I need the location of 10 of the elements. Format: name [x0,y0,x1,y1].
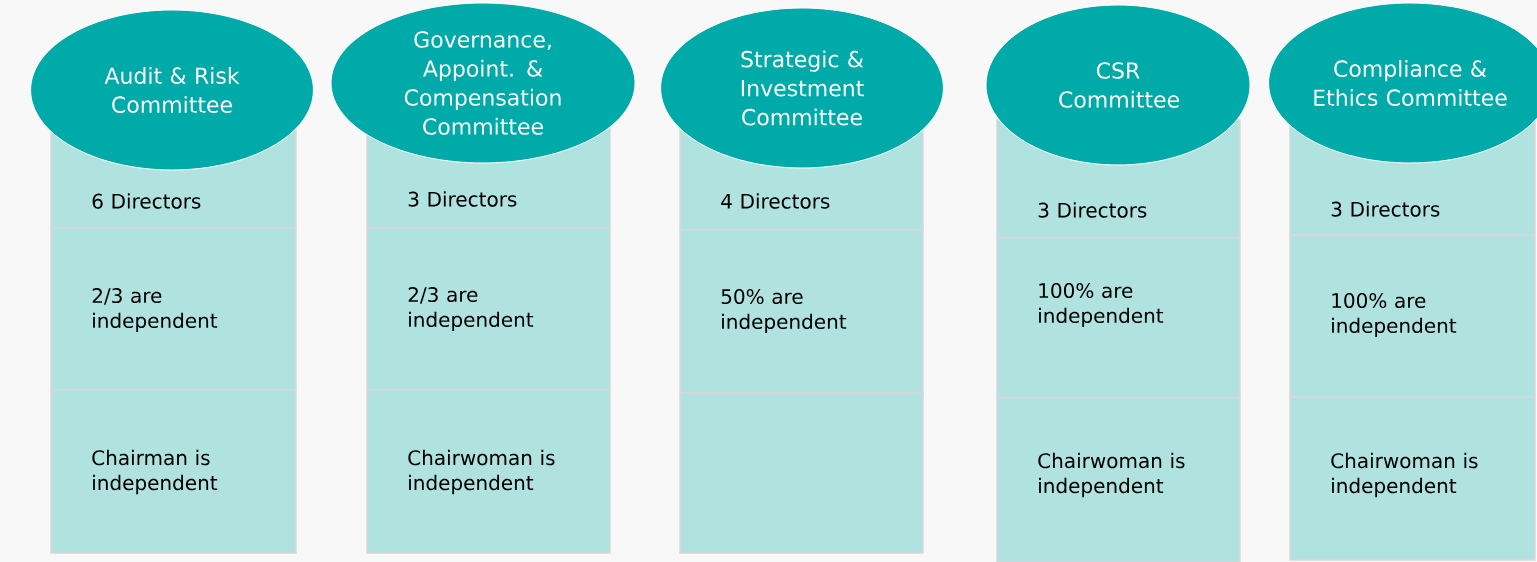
info-box: 50% are independent [679,229,924,394]
empty-box [679,392,924,554]
info-box: Chairman is independent [50,389,297,554]
info-box: 2/3 are independent [366,227,611,391]
info-box: Chairwoman is independent [1289,396,1536,561]
info-box: Chairwoman is independent [996,397,1241,562]
info-box: 100% are independent [996,237,1241,399]
info-box: 100% are independent [1289,234,1536,398]
info-box: 2/3 are independent [50,227,297,391]
info-box: Chairwoman is independent [366,389,611,554]
